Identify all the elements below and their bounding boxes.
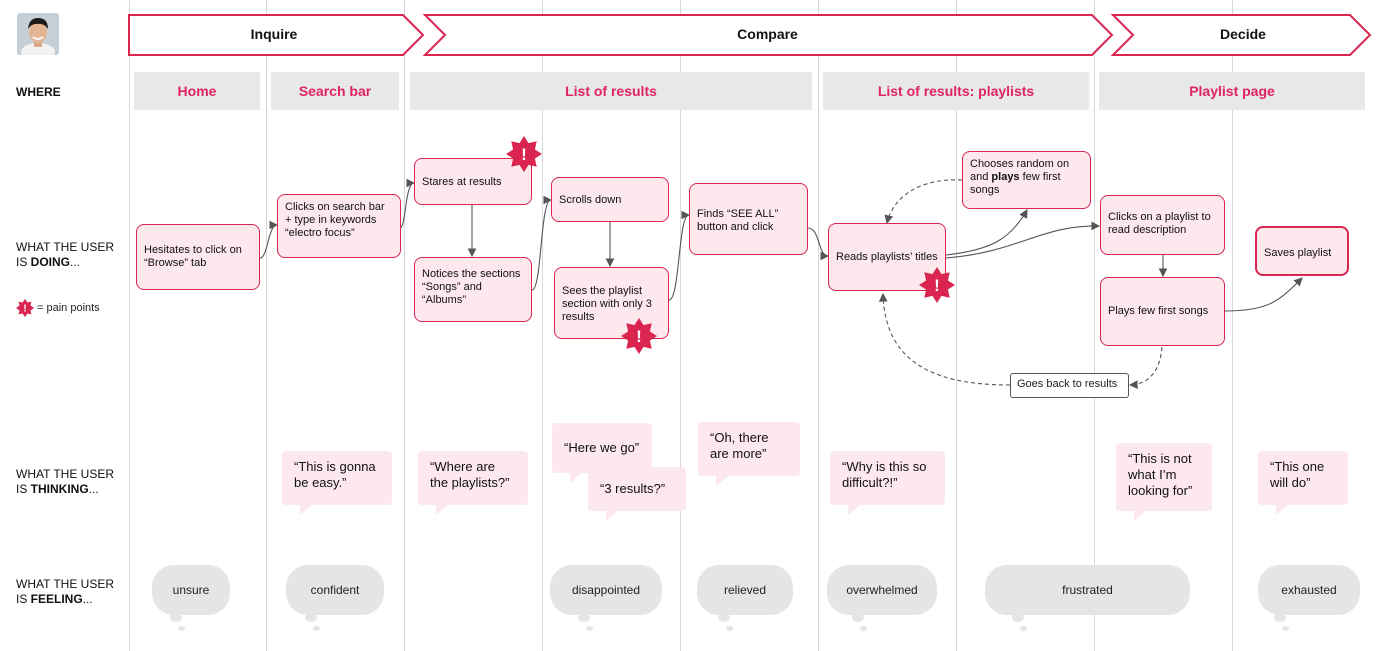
feeling-cloud: disappointed <box>550 565 662 615</box>
thought-bubble: “This is not what I’m looking for” <box>1116 443 1212 521</box>
thought-bubble: “3 results?” <box>588 467 686 521</box>
arrow-hesitates-to-search <box>259 220 279 259</box>
svg-text:!: ! <box>636 327 642 346</box>
arrow-sees-to-finds <box>668 210 691 301</box>
phase-compare-shape <box>422 14 1114 56</box>
feeling-cloud: confident <box>286 565 384 615</box>
pain-point-icon: ! <box>16 299 34 317</box>
column-divider <box>404 0 405 651</box>
thought-bubble: “Why is this so difficult?!” <box>830 451 945 515</box>
note-goes-back: Goes back to results <box>1010 373 1129 398</box>
feeling-cloud: frustrated <box>985 565 1190 615</box>
arrow-reads-to-clicks-playlist <box>945 221 1101 259</box>
thought-bubble: “Here we go” <box>552 423 652 483</box>
phase-decide-label: Decide <box>1220 26 1266 42</box>
arrow-reads-to-chooses <box>945 209 1028 256</box>
thought-bubble: “Oh, there are more” <box>698 422 800 486</box>
phase-banner <box>128 14 1372 56</box>
column-divider <box>680 0 681 651</box>
arrow-search-to-stares <box>399 178 416 229</box>
phase-decide-shape <box>1110 14 1372 56</box>
row-label-where: WHERE <box>16 85 61 99</box>
arrow-goes-back-to-reads <box>878 292 1011 386</box>
pain-point-icon: ! <box>506 136 542 172</box>
phase-inquire-label: Inquire <box>250 26 298 42</box>
where-home: Home <box>134 72 260 110</box>
column-divider <box>956 0 957 651</box>
thought-bubble: “This is gonna be easy.” <box>282 451 392 515</box>
column-divider <box>1094 0 1095 651</box>
feeling-cloud: exhausted <box>1258 565 1360 615</box>
arrow-chooses-back-to-reads <box>884 179 963 225</box>
arrow-plays-to-saves <box>1224 277 1303 312</box>
action-clicks-search: Clicks on search bar + type in keywords … <box>277 194 401 258</box>
arrow-notices-to-scrolls <box>531 195 553 291</box>
svg-text:!: ! <box>521 145 527 164</box>
action-sees-playlist: Sees the playlist section with only 3 re… <box>554 267 669 339</box>
where-playlist-page: Playlist page <box>1099 72 1365 110</box>
where-search-bar: Search bar <box>271 72 399 110</box>
phase-compare-label: Compare <box>737 26 798 42</box>
action-hesitates: Hesitates to click on “Browse” tab <box>136 224 260 290</box>
feeling-cloud: unsure <box>152 565 230 615</box>
row-label-thinking: WHAT THE USER IS THINKING... <box>16 467 115 496</box>
action-saves-playlist: Saves playlist <box>1255 226 1349 276</box>
action-plays-few: Plays few first songs <box>1100 277 1225 346</box>
column-divider <box>542 0 543 651</box>
action-finds-see-all: Finds “SEE ALL” button and click <box>689 183 808 255</box>
where-list-of-results-playlists: List of results: playlists <box>823 72 1089 110</box>
phase-inquire-shape <box>128 14 425 56</box>
column-divider <box>818 0 819 651</box>
action-notices: Notices the sections “Songs” and “Albums… <box>414 257 532 322</box>
feeling-cloud: overwhelmed <box>827 565 937 615</box>
action-chooses-random: Chooses random on and plays few first so… <box>962 151 1091 209</box>
column-divider <box>129 0 130 651</box>
arrow-finds-to-reads <box>807 227 830 261</box>
row-label-feeling: WHAT THE USER IS FEELING... <box>16 577 115 606</box>
column-divider <box>1232 0 1233 651</box>
arrow-plays-to-goes-back <box>1128 346 1163 390</box>
svg-text:!: ! <box>23 304 26 315</box>
thought-bubble: “This one will do” <box>1258 451 1348 515</box>
feeling-cloud: relieved <box>697 565 793 615</box>
svg-text:!: ! <box>934 276 940 295</box>
where-list-of-results: List of results <box>410 72 812 110</box>
pain-legend: ! = pain points <box>16 299 100 317</box>
pain-point-icon: ! <box>621 318 657 354</box>
pain-point-icon: ! <box>919 267 955 303</box>
column-divider <box>266 0 267 651</box>
user-avatar <box>17 13 59 55</box>
action-scrolls: Scrolls down <box>551 177 669 222</box>
row-label-doing: WHAT THE USER IS DOING... <box>16 240 115 269</box>
action-clicks-playlist: Clicks on a playlist to read description <box>1100 195 1225 255</box>
thought-bubble: “Where are the playlists?” <box>418 451 528 515</box>
